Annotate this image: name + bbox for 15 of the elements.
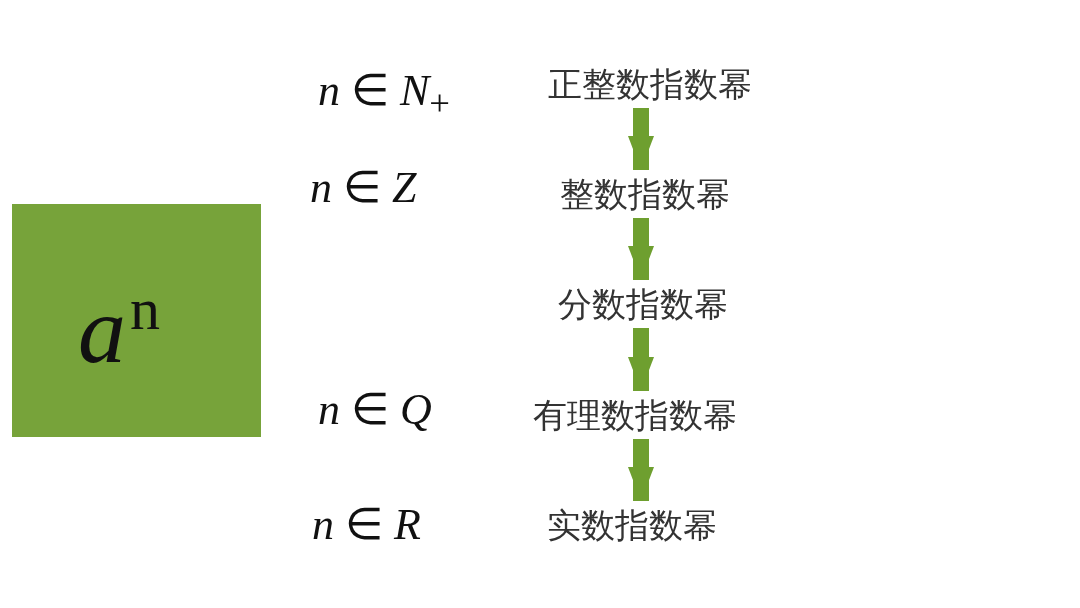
- level-label: 正整数指数幂: [548, 62, 752, 106]
- set-condition: n ∈ N$_{+}$: [318, 66, 451, 125]
- level-label: 分数指数幂: [558, 282, 728, 326]
- term-box: [12, 204, 261, 437]
- down-arrow: [628, 328, 654, 391]
- power-expression: a$^{n}$: [78, 275, 160, 385]
- set-condition: n ∈ R: [312, 500, 421, 550]
- down-arrow: [628, 439, 654, 501]
- set-condition: n ∈ Q: [318, 385, 432, 435]
- level-label: 整数指数幂: [560, 172, 730, 216]
- down-arrow: [628, 218, 654, 280]
- down-arrow: [628, 108, 654, 170]
- set-condition: n ∈ Z: [310, 163, 417, 213]
- level-label: 有理数指数幂: [533, 393, 737, 437]
- level-label: 实数指数幂: [547, 503, 717, 547]
